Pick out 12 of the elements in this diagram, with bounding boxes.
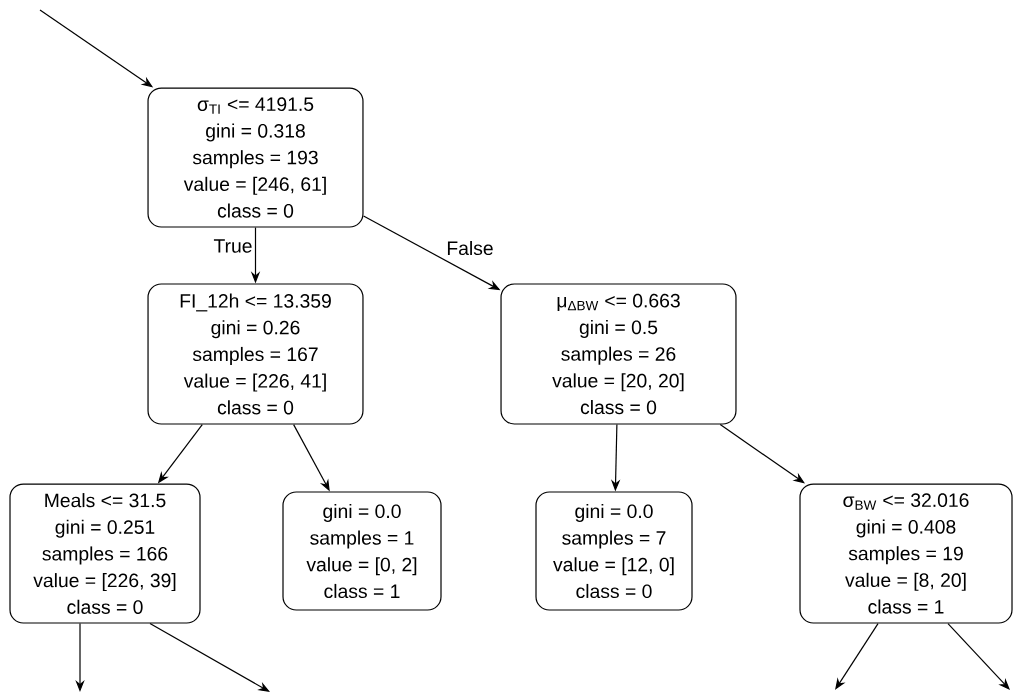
arrow: [835, 622, 879, 690]
edge-label: False: [445, 239, 495, 257]
tree-node-box: σ$_{BW}$ <= 32.016 gini = 0.408 samples = 19 value = [8, 20] class = 1: [799, 483, 1013, 624]
arrow: [149, 622, 270, 692]
arrow: [947, 622, 1010, 690]
tree-node-box: gini = 0.0 samples = 7 value = [12, 0] class = 0: [535, 491, 693, 611]
tree-node-box: FI_12h <= 13.359 gini = 0.26 samples = 167 value = [226, 41] class = 0: [147, 283, 364, 425]
tree-node-box: μ$_{ΔBW}$ <= 0.663 gini = 0.5 samples = 26 value = [20, 20] class = 0: [500, 283, 737, 425]
tree-node-box: gini = 0.0 samples = 1 value = [0, 2] class = 1: [282, 491, 442, 611]
tree-node-box: σ$_{TI}$ <= 4191.5 gini = 0.318 samples = 193 value = [246, 61] class = 0: [147, 87, 364, 228]
tree-node-box: Meals <= 31.5 gini = 0.251 samples = 166 value = [226, 39] class = 0: [9, 483, 201, 624]
edge-label: True: [212, 237, 254, 255]
